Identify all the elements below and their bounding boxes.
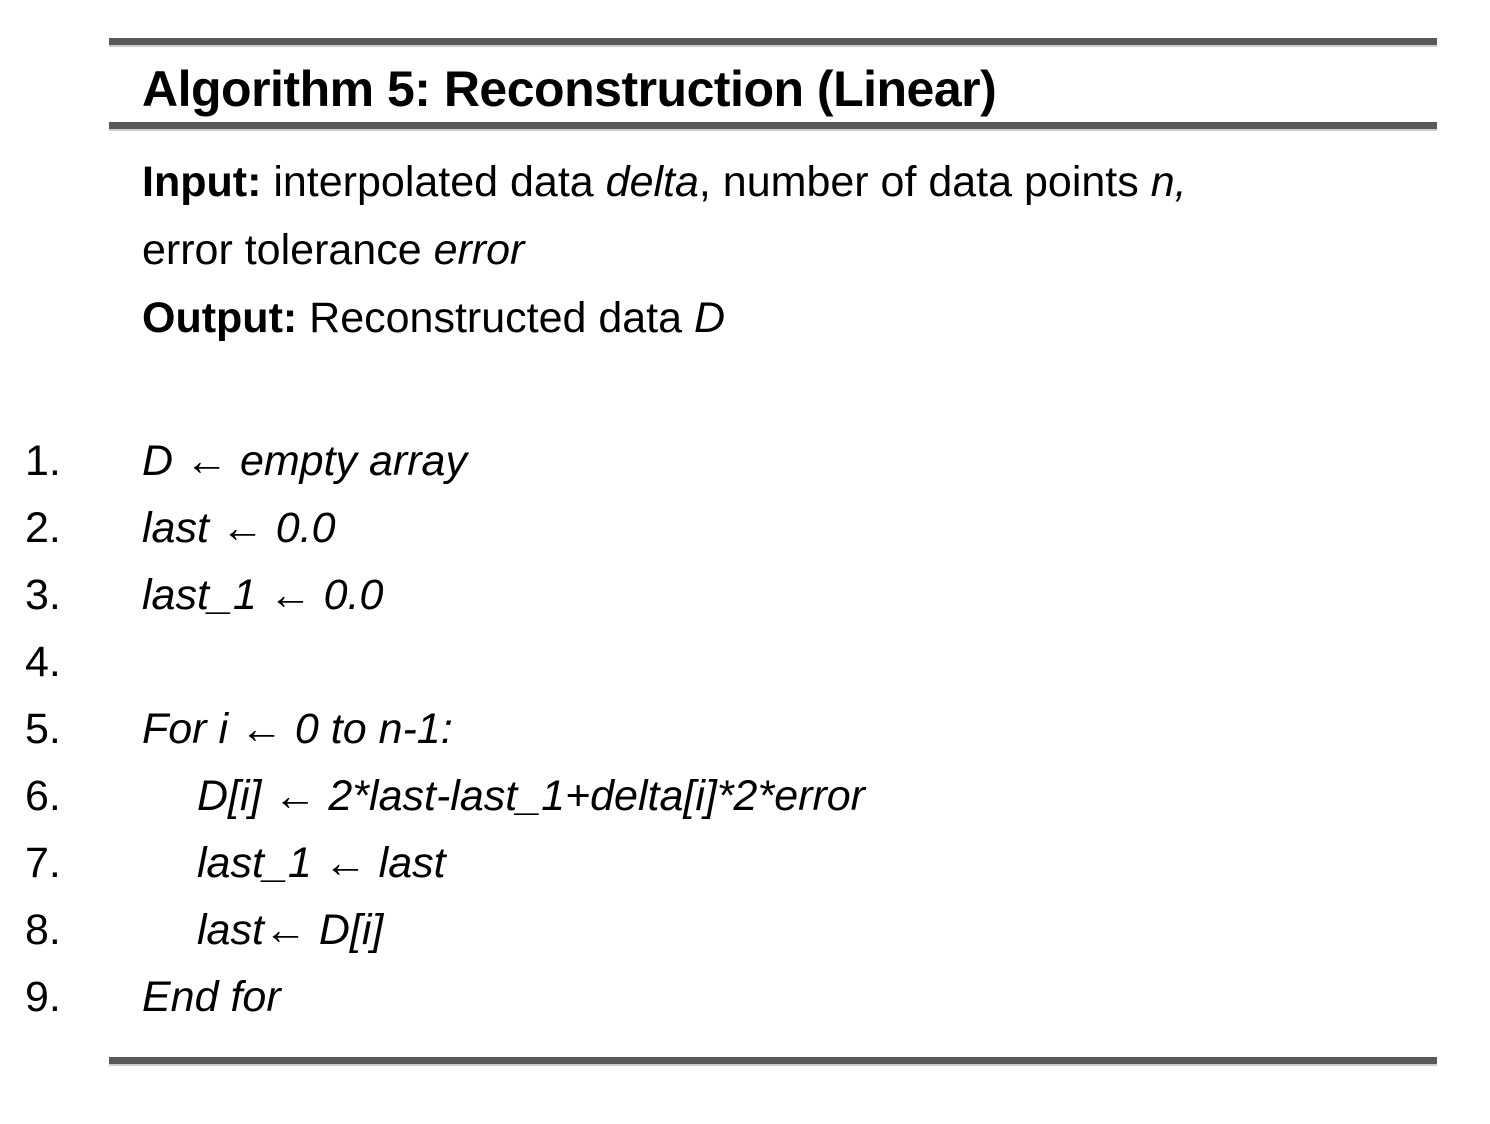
step-text: last_1 ← 0.0 [142, 571, 384, 619]
bottom-rule [109, 1057, 1437, 1066]
io-text-segment: Output: [142, 294, 298, 342]
io-text-segment: error [433, 226, 525, 274]
steps-list: 1. D ← empty array 2. last ← 0.0 3. last_1 ← … [25, 428, 865, 1031]
step-number: 7. [25, 839, 61, 887]
step-text: D[i] ← 2*last-last_1+delta[i]*2*error [197, 772, 865, 820]
io-text-segment: n, [1150, 158, 1187, 206]
algorithm-title: Algorithm 5: Reconstruction (Linear) [142, 61, 997, 117]
step-text: For i ← 0 to n-1: [142, 705, 453, 753]
io-block: Input: interpolated data delta, number o… [142, 148, 1187, 352]
step-number: 6. [25, 772, 61, 820]
step-text: last_1 ← last [197, 839, 446, 887]
io-line: Output: Reconstructed data D [142, 284, 1187, 352]
step-number: 5. [25, 705, 61, 753]
step-row: 7. last_1 ← last [25, 830, 865, 897]
io-text-segment: error tolerance [142, 226, 434, 274]
step-number: 2. [25, 504, 61, 552]
io-line: error tolerance error [142, 216, 1187, 284]
header-divider-rule [109, 122, 1437, 131]
step-text: last← D[i] [197, 906, 384, 954]
io-text-segment: Input: [142, 158, 262, 206]
io-text-segment: delta [605, 158, 699, 206]
step-row: 6. D[i] ← 2*last-last_1+delta[i]*2*error [25, 763, 865, 830]
step-row: 3. last_1 ← 0.0 [25, 562, 865, 629]
step-row: 2. last ← 0.0 [25, 495, 865, 562]
step-number: 8. [25, 906, 61, 954]
step-row: 9. End for [25, 964, 865, 1031]
step-row: 8. last← D[i] [25, 897, 865, 964]
io-line: Input: interpolated data delta, number o… [142, 148, 1187, 216]
step-number: 9. [25, 973, 61, 1021]
io-text-segment: interpolated data [261, 158, 606, 206]
step-number: 3. [25, 571, 61, 619]
step-row: 1. D ← empty array [25, 428, 865, 495]
io-text-segment: Reconstructed data [297, 294, 694, 342]
step-row: 5. For i ← 0 to n-1: [25, 696, 865, 763]
step-text: last ← 0.0 [142, 504, 336, 552]
top-rule [109, 38, 1437, 47]
step-number: 4. [25, 638, 61, 686]
step-number: 1. [25, 437, 61, 485]
io-text-segment: D [694, 294, 726, 342]
io-text-segment: , number of data points [698, 158, 1151, 206]
step-text: D ← empty array [142, 437, 467, 485]
step-row: 4. [25, 629, 865, 696]
step-text: End for [142, 973, 281, 1021]
